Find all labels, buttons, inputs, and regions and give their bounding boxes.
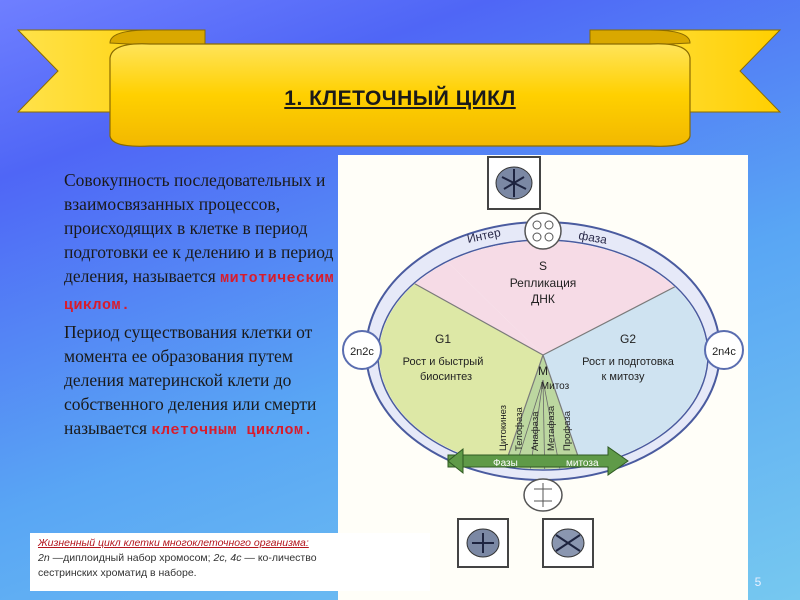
mitosis-arrow-left-label: Фазы: [493, 458, 518, 469]
left-ploidy-badge: 2n2c: [342, 330, 382, 370]
paragraph-mitotic-cycle: Совокупность последовательных и взаимосв…: [42, 168, 342, 318]
caption-line3: сестринских хроматид в наборе.: [38, 567, 197, 579]
top-cell-image: [487, 156, 541, 210]
paragraph2-text: Период существования клетки от момента е…: [64, 322, 317, 438]
g2-phase-sector: [543, 280, 707, 469]
left-ploidy-label: 2n2c: [350, 346, 374, 358]
banner-main: [109, 43, 691, 147]
g1-phase-sector: [379, 280, 543, 469]
mitosis-wedge-label: Митоз: [541, 381, 570, 392]
dividing-cell-icon: [523, 478, 563, 512]
mitosis-phase-2: Анафаза: [530, 411, 541, 451]
s-phase-sector: [379, 241, 707, 355]
term-mitotic-cycle: митотическим циклом.: [64, 270, 335, 314]
g2-phase-desc-line2: к митозу: [602, 371, 645, 383]
mitosis-phase-0: Цитокинез: [498, 405, 509, 451]
mitosis-phase-4: Профаза: [562, 410, 573, 451]
s-phase-desc-line1: Репликация: [510, 276, 577, 290]
label-interphase-left: Интер: [466, 225, 502, 246]
page-number: 5: [754, 575, 762, 589]
mitosis-arrow-right-label: митоза: [566, 458, 599, 469]
caption-title: Жизненный цикл клетки многоклеточного ор…: [38, 537, 309, 549]
caption-line2: 2n —диплоидный набор хромосом; 2c, 4c — …: [38, 551, 422, 566]
m-phase-label: M: [538, 364, 548, 378]
figure-caption: Жизненный цикл клетки многоклеточного ор…: [30, 533, 430, 591]
bottom-cell-image-left: [457, 518, 509, 568]
right-ploidy-label: 2n4c: [712, 346, 736, 358]
g1-phase-label: G1: [435, 332, 451, 346]
caption-2c4c: 2c, 4c: [213, 552, 242, 564]
mitosis-phases-arrow: Фазы митоза: [447, 446, 629, 476]
paragraph1-text: Совокупность последовательных и взаимосв…: [64, 170, 334, 286]
mitosis-phase-1: Телофаза: [514, 406, 525, 451]
term-cell-cycle: клеточным циклом.: [151, 422, 313, 439]
s-phase-desc-line2: ДНК: [531, 292, 555, 306]
s-phase-cell-icon: [524, 212, 562, 250]
caption-2n-desc: —диплоидный набор хромосом;: [49, 552, 214, 564]
g1-phase-desc-line2: биосинтез: [420, 371, 472, 383]
page-title: 1. КЛЕТОЧНЫЙ ЦИКЛ: [284, 87, 516, 110]
s-phase-label: S: [539, 259, 547, 273]
paragraph-cell-cycle: Период существования клетки от момента е…: [42, 320, 342, 443]
right-ploidy-badge: 2n4c: [704, 330, 744, 370]
mitosis-phase-3: Метафаза: [546, 405, 557, 451]
definition-text: Совокупность последовательных и взаимосв…: [42, 168, 342, 443]
g2-phase-desc-line1: Рост и подготовка: [582, 356, 675, 368]
bottom-cell-image-right: [542, 518, 594, 568]
g2-phase-label: G2: [620, 332, 636, 346]
caption-2c4c-desc: — ко-личество: [241, 552, 317, 564]
caption-2n: 2n: [38, 552, 50, 564]
title-banner: [16, 29, 782, 147]
mitosis-phase-labels: Цитокинез Телофаза Анафаза Метафаза Профаза: [498, 405, 573, 451]
label-interphase-right: фаза: [577, 228, 608, 247]
cell-cycle-diagram: Интер фаза S Репликация ДНК G1 Рост и бы…: [342, 156, 744, 568]
g1-phase-desc-line1: Рост и быстрый: [403, 356, 484, 368]
